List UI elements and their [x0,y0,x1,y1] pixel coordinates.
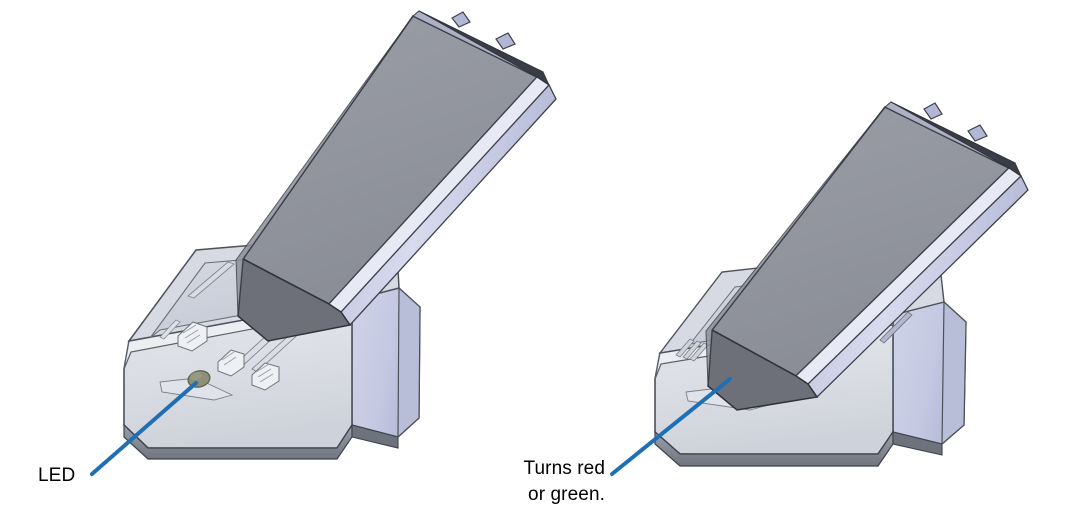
battery-left-top-edge-dark [418,10,551,87]
cradle-left-base-band-side [351,424,399,449]
callout-led-state: Turns red or green. [523,377,732,505]
led-state-leader-line [610,377,732,476]
charger-right-assembly [654,101,1029,467]
contact-terminal-3 [251,362,280,391]
led-callout-label: LED [38,465,75,486]
battery-right-tab-2 [967,124,988,142]
battery-left-tab-1 [451,11,471,28]
battery-pack-right [705,101,1029,411]
led-state-callout-label-line2: or green. [528,484,605,505]
battery-left-tab-2 [495,32,516,50]
battery-right-long-chamfer [705,106,886,387]
callout-led: LED [38,381,198,486]
contact-terminal-1 [177,321,208,352]
battery-right-top-edge-dark [890,101,1023,178]
charger-left-assembly [123,10,557,460]
battery-pack-left [235,10,557,342]
battery-right-tab-1 [923,102,943,120]
cradle-left-side-panel-inner [397,286,421,439]
cradle-right-grip-ribs [675,338,709,362]
cradle-right-side-panel-inner [941,300,967,446]
cradle-left-contacts [177,321,280,391]
cradle-left-guide-rail-1 [187,261,235,299]
battery-left-long-chamfer [235,15,414,317]
cradle-right-base-band-side [892,431,943,456]
battery-right-side-slot [879,311,913,344]
led-state-callout-label-line1: Turns red [523,458,605,479]
led-leader-line [90,381,198,476]
cradle-left-guide-rail-4 [159,319,181,340]
contact-terminal-2 [217,349,245,377]
